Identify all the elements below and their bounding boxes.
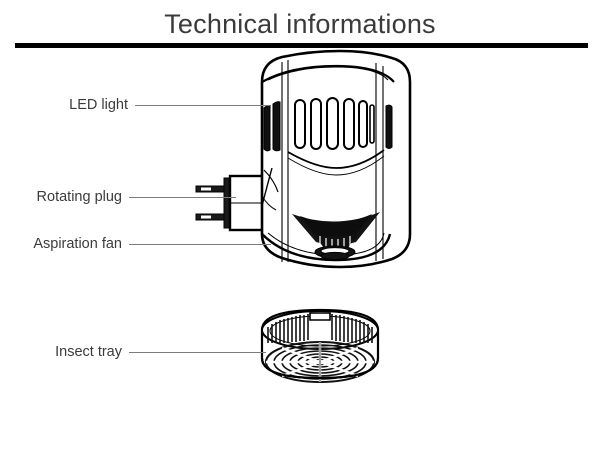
leader-line-rotating-plug [129,197,236,198]
trap-body [260,49,412,269]
rotating-plug-icon [195,170,274,236]
leader-line-aspiration-fan [129,244,271,245]
title-divider [15,43,588,48]
page-title: Technical informations [164,9,436,39]
vent-slots [263,97,393,152]
leader-line-insect-tray [129,352,266,353]
insect-trap-figure [195,49,412,269]
tray-rim-hatching-left [267,314,309,343]
callout-label-insect-tray: Insect tray [55,344,122,360]
callout-label-led-light: LED light [69,97,128,113]
insect-tray-figure [260,308,380,383]
aspiration-fan-icon [292,212,380,261]
callout-label-aspiration-fan: Aspiration fan [33,236,122,252]
callout-label-rotating-plug: Rotating plug [36,189,122,205]
tray-rim-hatching-right [331,314,373,343]
leader-line-led-light [135,105,271,106]
